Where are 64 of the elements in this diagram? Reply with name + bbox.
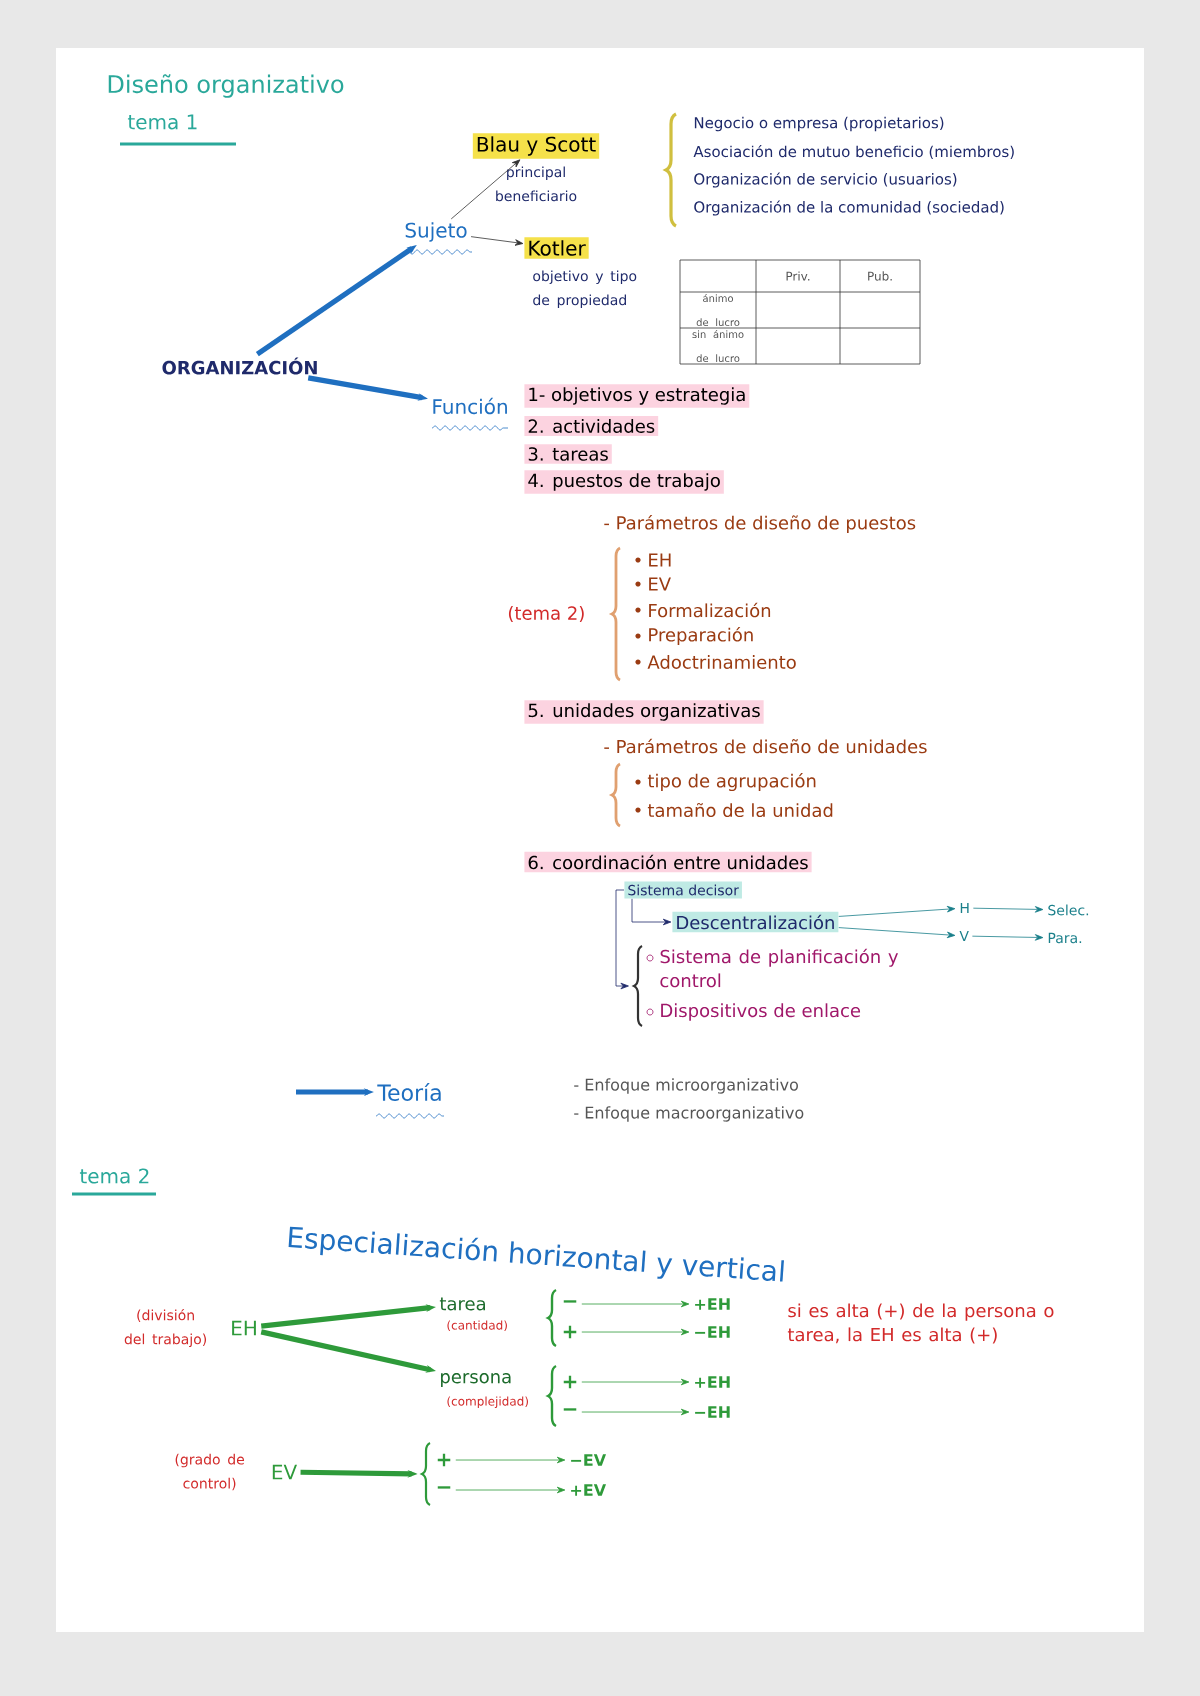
highlighted-text: 5. unidades organizativas: [524, 700, 764, 724]
concept-text: Función: [433, 397, 507, 415]
result-text: −EH: [695, 1406, 730, 1418]
arrow: [581, 1378, 690, 1386]
sign-text: −: [437, 1486, 451, 1489]
note-text: - Enfoque microorganizativo: [574, 1078, 798, 1094]
note-text: si es alta (+) de la persona o tarea, la EH es alta (+): [787, 1303, 1054, 1344]
section-heading: tema 1: [127, 114, 197, 130]
sign-text: +: [563, 1325, 577, 1339]
arrow: [838, 905, 956, 917]
list-item: tipo de agrupación: [647, 772, 816, 792]
arrow: [581, 1328, 690, 1336]
highlighted-text: 3. tareas: [524, 444, 612, 464]
sign-text: +: [563, 1375, 577, 1389]
highlighted-text: 2. actividades: [524, 416, 659, 436]
heading: Especialización horizontal y vertical: [288, 1226, 784, 1282]
arrow: [450, 159, 521, 220]
highlighted-text: 1- objetivos y estrategia: [524, 384, 750, 408]
highlighted-text: Kotler: [524, 237, 589, 259]
concept-text: Sujeto: [405, 222, 467, 242]
arrow: [581, 1300, 690, 1308]
section-heading: tema 2: [79, 1168, 149, 1184]
concept-text: persona: [441, 1373, 511, 1387]
arrow: [455, 1456, 566, 1464]
list-item: Formalización: [649, 602, 771, 618]
arrow: [838, 927, 956, 939]
result-text: −EV: [571, 1454, 607, 1466]
arrow: [615, 889, 629, 990]
curly-brace: [420, 1442, 431, 1506]
list-item: EH: [649, 553, 671, 567]
highlighted-text: Descentralización: [672, 911, 839, 933]
result-text: +EV: [571, 1484, 607, 1496]
highlighted-text: 4. puestos de trabajo: [524, 470, 724, 494]
list-item: Preparación: [649, 626, 753, 646]
sign-text: −: [563, 1408, 577, 1411]
highlighted-text: 6. coordinación entre unidades: [524, 851, 812, 873]
sign-text: −: [563, 1300, 577, 1303]
arrow: [972, 934, 1044, 941]
list-item: Adoctrinamiento: [647, 655, 796, 669]
result-text: −EH: [695, 1326, 730, 1338]
note-text: (tema 2): [508, 605, 584, 623]
concept-text: tarea: [439, 1297, 485, 1311]
subheading: - Parámetros de diseño de unidades: [604, 738, 927, 754]
title: Diseño organizativo: [108, 74, 344, 98]
concept-text: Teoría: [377, 1083, 441, 1101]
list-item: tamaño de la unidad: [647, 802, 833, 818]
sign-text: +: [437, 1453, 451, 1467]
concept-text: EH: [232, 1320, 256, 1336]
concept-text: EV: [272, 1464, 297, 1480]
list-item: EV: [649, 577, 671, 591]
curly-brace: [632, 945, 643, 1027]
list-item: Sistema de planificación y control: [660, 948, 898, 988]
arrow: [470, 236, 524, 246]
arrow: [631, 898, 672, 926]
list-item: Dispositivos de enlace: [661, 1003, 861, 1021]
arrow: [455, 1486, 566, 1494]
result-text: +EH: [695, 1298, 730, 1310]
arrow: [972, 906, 1044, 913]
highlighted-text: Blau y Scott: [472, 133, 600, 159]
arrow: [581, 1408, 690, 1416]
note-text: - Enfoque macroorganizativo: [574, 1106, 804, 1122]
subheading: - Parámetros de diseño de puestos: [604, 514, 916, 534]
concept-text: ORGANIZACIÓN: [162, 357, 317, 375]
result-text: +EH: [695, 1376, 730, 1388]
